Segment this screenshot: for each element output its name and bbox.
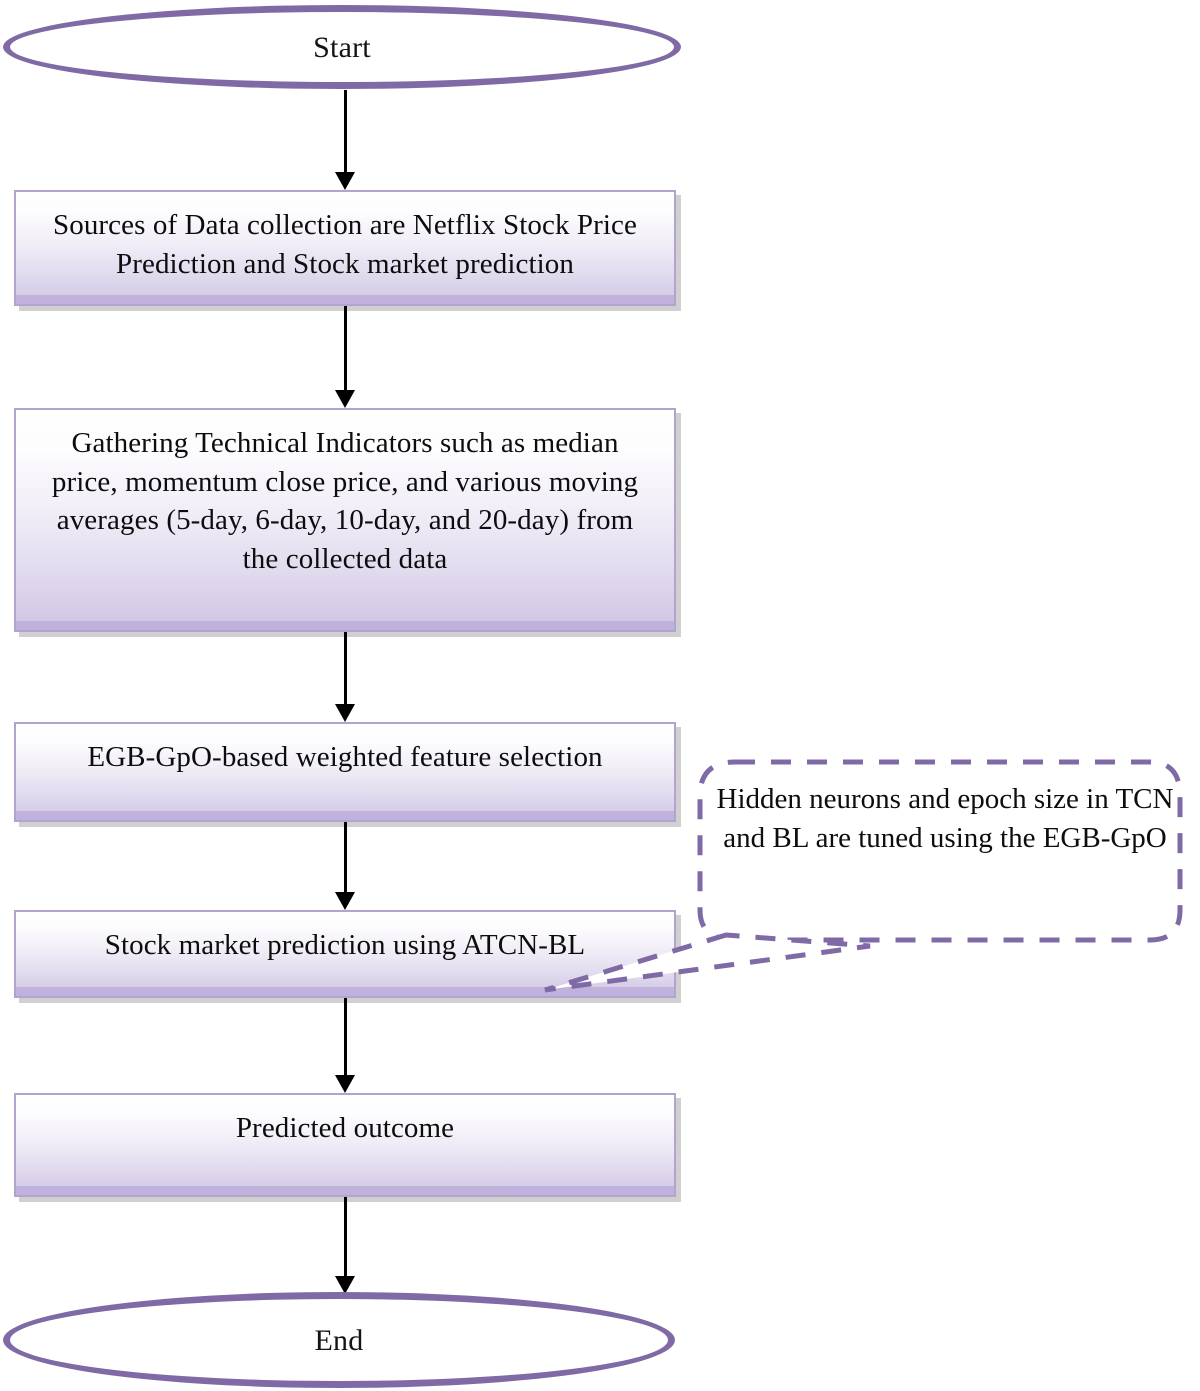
callout-tuning-note[interactable]: Hidden neurons and epoch size in TCN and… bbox=[520, 750, 1200, 1000]
node-feature-selection[interactable]: EGB-GpO-based weighted feature selection bbox=[14, 722, 676, 822]
arrow-head-icon bbox=[335, 1075, 355, 1093]
arrow-shaft bbox=[344, 306, 347, 390]
arrow-shaft bbox=[344, 632, 347, 704]
arrow-head-icon bbox=[335, 390, 355, 408]
callout-tail bbox=[544, 932, 871, 993]
node-prediction-label: Stock market prediction using ATCN-BL bbox=[104, 929, 586, 961]
node-start[interactable]: Start bbox=[3, 5, 681, 89]
node-outcome-label: Predicted outcome bbox=[235, 1112, 455, 1144]
arrow-head-icon bbox=[335, 892, 355, 910]
callout-body bbox=[697, 759, 1183, 943]
node-end[interactable]: End bbox=[3, 1292, 675, 1388]
callout-label: Hidden neurons and epoch size in TCN and… bbox=[716, 783, 1174, 855]
node-feature-selection-label: EGB-GpO-based weighted feature selection bbox=[87, 741, 603, 773]
node-prediction[interactable]: Stock market prediction using ATCN-BL bbox=[14, 910, 676, 998]
callout-bubble-shape bbox=[544, 759, 1183, 993]
box-bottom-band bbox=[16, 621, 674, 630]
arrow-shaft bbox=[344, 90, 347, 172]
node-start-label: Start bbox=[313, 30, 371, 64]
arrow-head-icon bbox=[335, 1276, 355, 1294]
arrow-shaft bbox=[344, 822, 347, 892]
arrow-shaft bbox=[344, 1197, 347, 1276]
box-bottom-band bbox=[16, 1186, 674, 1195]
node-data-sources[interactable]: Sources of Data collection are Netflix S… bbox=[14, 190, 676, 306]
node-technical-indicators-label: Gathering Technical Indicators such as m… bbox=[51, 427, 639, 575]
box-bottom-band bbox=[16, 295, 674, 304]
node-data-sources-label: Sources of Data collection are Netflix S… bbox=[52, 209, 637, 280]
box-bottom-band bbox=[16, 811, 674, 820]
arrow-head-icon bbox=[335, 704, 355, 722]
node-end-label: End bbox=[314, 1323, 364, 1357]
arrow-shaft bbox=[344, 998, 347, 1075]
arrow-head-icon bbox=[335, 172, 355, 190]
node-outcome[interactable]: Predicted outcome bbox=[14, 1093, 676, 1197]
node-technical-indicators[interactable]: Gathering Technical Indicators such as m… bbox=[14, 408, 676, 632]
box-bottom-band bbox=[16, 987, 674, 996]
